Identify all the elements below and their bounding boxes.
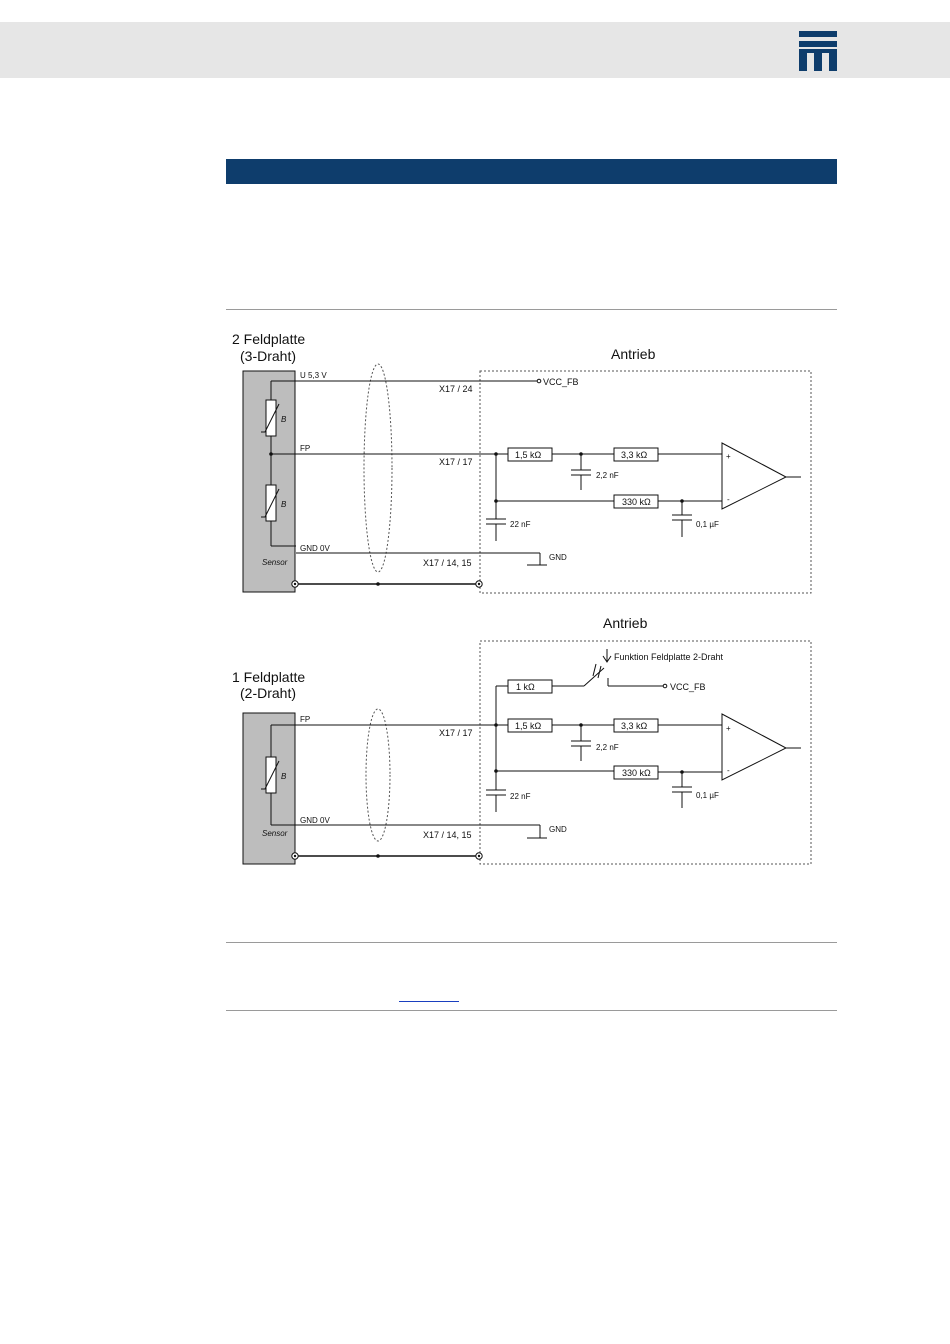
bottom-wire-gnd: GND 0V xyxy=(300,816,330,825)
bottom-r1-label: 1,5 kΩ xyxy=(515,721,542,731)
top-cable-shield xyxy=(363,363,393,573)
top-r1-label: 1,5 kΩ xyxy=(515,450,542,460)
top-vcc-label: VCC_FB xyxy=(543,377,579,387)
top-r2-label: 3,3 kΩ xyxy=(621,450,648,460)
divider-middle xyxy=(226,942,837,943)
section-header-bar xyxy=(226,159,837,184)
divider-top xyxy=(226,309,837,310)
top-c2-label: 22 nF xyxy=(510,520,531,529)
bottom-sensor-label: Sensor xyxy=(262,829,288,838)
bottom-gnd-label: GND xyxy=(549,825,567,834)
top-c1-label: 2,2 nF xyxy=(596,471,619,480)
top-drive-box xyxy=(479,370,812,594)
top-r3-label: 330 kΩ xyxy=(622,497,651,507)
top-opamp xyxy=(721,442,788,510)
bottom-drive-label: Antrieb xyxy=(603,615,648,631)
top-wire-gnd: GND 0V xyxy=(300,544,330,553)
top-pin-17: X17 / 17 xyxy=(439,457,473,467)
top-field-label-2: B xyxy=(281,500,287,509)
top-wire-fp: FP xyxy=(300,444,310,453)
sew-logo-icon xyxy=(799,31,837,71)
top-opamp-minus: - xyxy=(727,495,730,504)
bottom-c3-label: 0,1 µF xyxy=(696,791,719,800)
bottom-vcc-label: VCC_FB xyxy=(670,682,706,692)
top-field-label-1: B xyxy=(281,415,287,424)
top-wire-u: U 5,3 V xyxy=(300,371,327,380)
top-gnd-label: GND xyxy=(549,553,567,562)
bottom-r3-label: 330 kΩ xyxy=(622,768,651,778)
top-pin-14-15: X17 / 14, 15 xyxy=(423,558,472,568)
bottom-r2-label: 3,3 kΩ xyxy=(621,721,648,731)
top-sensor-label: Sensor xyxy=(262,558,288,567)
bottom-drive-box xyxy=(479,640,812,865)
cross-reference-link[interactable] xyxy=(399,1001,459,1002)
header-bar xyxy=(0,22,950,78)
bottom-switch xyxy=(583,667,605,687)
top-opamp-plus: + xyxy=(726,452,731,461)
bottom-wire-fp: FP xyxy=(300,715,310,724)
bottom-c2-label: 22 nF xyxy=(510,792,531,801)
top-title-line2: (3-Draht) xyxy=(240,348,296,364)
bottom-r0-label: 1 kΩ xyxy=(516,682,535,692)
top-title-line1: 2 Feldplatte xyxy=(232,331,305,347)
top-pin-24: X17 / 24 xyxy=(439,384,473,394)
bottom-title-line2: (2-Draht) xyxy=(240,685,296,701)
bottom-opamp-minus: - xyxy=(727,766,730,775)
bottom-pin-14-15: X17 / 14, 15 xyxy=(423,830,472,840)
bottom-c1-label: 2,2 nF xyxy=(596,743,619,752)
bottom-opamp-plus: + xyxy=(726,724,731,733)
bottom-field-label: B xyxy=(281,772,287,781)
diagram-bottom: Antrieb 1 Feldplatte (2-Draht) B Sensor … xyxy=(232,615,812,865)
bottom-pin-17: X17 / 17 xyxy=(439,728,473,738)
diagram-top: 2 Feldplatte (3-Draht) Antrieb B B Senso… xyxy=(232,331,812,594)
top-drive-label: Antrieb xyxy=(611,346,656,362)
top-c3-label: 0,1 µF xyxy=(696,520,719,529)
bottom-switch-label: Funktion Feldplatte 2-Draht xyxy=(614,652,724,662)
divider-bottom xyxy=(226,1010,837,1011)
bottom-opamp xyxy=(721,713,788,781)
bottom-title-line1: 1 Feldplatte xyxy=(232,669,305,685)
bottom-cable-shield xyxy=(365,708,391,842)
